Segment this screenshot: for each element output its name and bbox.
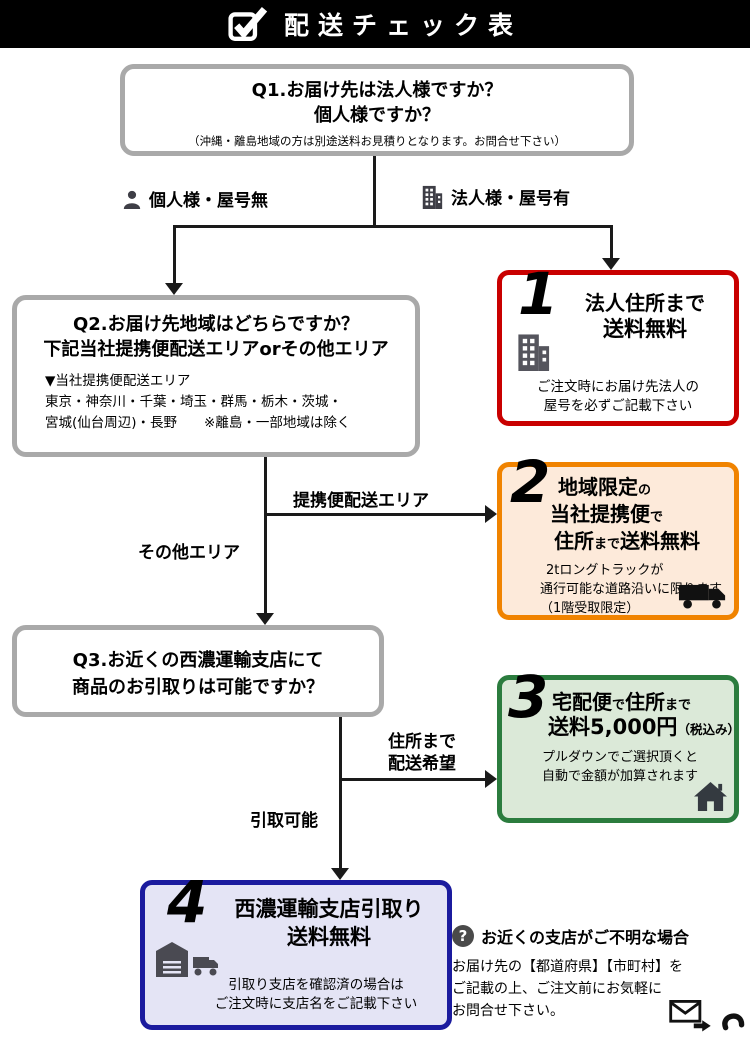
result2-title2-sub: で xyxy=(650,510,664,525)
contact-line1: お届け先の【都道府県】【市町村】を xyxy=(452,959,683,975)
q2-box: Q2.お届け先地域はどちらですか？ 下記当社提携便配送エリアorその他エリア ▼… xyxy=(12,295,420,457)
contact-body: お届け先の【都道府県】【市町村】を ご記載の上、ご注文前にお気軽に お問合せ下さ… xyxy=(452,956,748,1022)
branch-other-area-label: その他エリア xyxy=(138,543,240,563)
person-icon xyxy=(122,189,142,209)
result3-title1-c: 住所 xyxy=(625,690,666,714)
result2-note-line2: 通行可能な道路沿いに限ります xyxy=(540,582,723,597)
result4-number: 4 xyxy=(167,868,208,936)
result4-title-line1: 西濃運輸支店引取り xyxy=(234,897,424,921)
result3-note-line1: プルダウンでご選択頂くと xyxy=(542,750,699,765)
q1-title-line2: 個人様ですか？ xyxy=(314,105,440,126)
arrow-down-icon xyxy=(165,283,183,295)
result2-title3-a: 住所 xyxy=(554,529,594,553)
phone-icon xyxy=(717,1006,748,1034)
result4-box: 4 西濃運輸支店引取り 送料無料 引取り支店を確認済の場合は ご注文時に支店名を… xyxy=(140,873,452,1030)
result3-title2-main: 送料5,000円 xyxy=(548,715,678,739)
contact-title: お近くの支店がご不明な場合 xyxy=(481,928,690,947)
q3-title-line2: 商品のお引取りは可能ですか？ xyxy=(72,677,324,698)
arrow-right-icon xyxy=(485,505,497,523)
flow-line-q2-stem xyxy=(264,457,267,613)
q2-area-label: ▼当社提携便配送エリア xyxy=(45,373,191,389)
q3-title-line1: Q3.お近くの西濃運輸支店にて xyxy=(72,650,324,671)
arrow-down-icon xyxy=(256,613,274,625)
result1-title-line1: 法人住所まで xyxy=(585,291,705,315)
branch-corporate-label: 法人様・屋号有 xyxy=(451,189,570,209)
flow-line-right-drop xyxy=(610,225,613,259)
arrow-right-icon xyxy=(485,770,497,788)
building-icon xyxy=(420,185,444,209)
result3-number: 3 xyxy=(508,663,549,731)
result3-title-line2: 送料5,000円（税込み） xyxy=(548,711,740,741)
flow-line-q3-stem xyxy=(339,717,342,868)
q1-title-line1: Q1.お届け先は法人様ですか？ xyxy=(251,80,503,101)
envelope-icon xyxy=(669,1000,711,1032)
flow-line-to-result2 xyxy=(264,513,485,516)
q2-title-line2: 下記当社提携便配送エリアorその他エリア xyxy=(43,339,389,360)
question-icon: ? xyxy=(452,925,474,947)
contact-icons-row xyxy=(669,1000,746,1032)
result1-title-line2: 送料無料 xyxy=(603,317,687,341)
result2-title3-c: 送料無料 xyxy=(620,529,701,553)
building-icon xyxy=(514,333,552,371)
result2-title2-main: 当社提携便 xyxy=(550,502,650,526)
result1-box: 1 法人住所まで 送料無料 ご注文時にお届け先法人の 屋号を必ずご記載下さい xyxy=(497,265,739,426)
result2-note-line1: 2tロングトラックが xyxy=(546,563,664,578)
result2-title1-main: 地域限定 xyxy=(558,475,638,499)
checkbox-icon xyxy=(228,6,268,42)
result1-note-line2: 屋号を必ずご記載下さい xyxy=(543,398,693,414)
branch-corporate: 法人様・屋号有 xyxy=(420,184,570,209)
result2-title-line1: 地域限定の xyxy=(558,471,651,500)
branch-to-address-line2: 配送希望 xyxy=(388,754,456,774)
result2-title1-sub: の xyxy=(638,483,652,498)
result2-number: 2 xyxy=(510,448,551,516)
page-title: 配送チェック表 xyxy=(283,11,522,40)
flow-line-left-drop xyxy=(173,225,176,283)
arrow-down-icon xyxy=(331,868,349,880)
branch-to-address: 住所まで 配送希望 xyxy=(358,731,456,775)
branch-to-address-line1: 住所まで xyxy=(388,732,456,752)
branch-partner-area-label: 提携便配送エリア xyxy=(293,491,429,511)
result4-note-line1: 引取り支店を確認済の場合は xyxy=(228,977,404,993)
branch-personal: 個人様・屋号無 xyxy=(122,186,268,211)
result3-title1-b: で xyxy=(612,698,626,713)
branch-personal-label: 個人様・屋号無 xyxy=(149,191,268,211)
result2-title3-b: まで xyxy=(594,537,621,552)
result3-box: 3 宅配便で住所まで 送料5,000円（税込み） プルダウンでご選択頂くと 自動… xyxy=(497,668,740,823)
result3-note-line2: 自動で金額が加算されます xyxy=(542,769,699,784)
result3-title2-sub: （税込み） xyxy=(677,722,740,737)
contact-line3: お問合せ下さい。 xyxy=(452,1003,564,1019)
truck-icon xyxy=(678,580,728,611)
result2-box: 2 地域限定の 当社提携便で 住所まで送料無料 2tロングトラックが 通行可能な… xyxy=(497,453,739,620)
q2-area-line1: 東京・神奈川・千葉・埼玉・群馬・栃木・茨城・ xyxy=(45,394,342,410)
warehouse-truck-icon xyxy=(155,939,219,979)
q2-area-line2: 宮城(仙台周辺)・長野 ※離島・一部地域は除く xyxy=(45,415,351,431)
result3-title1-d: まで xyxy=(665,698,692,713)
result3-title1-a: 宅配便 xyxy=(552,690,612,714)
flow-line-q1-stem xyxy=(373,156,376,227)
result2-title-line3: 住所まで送料無料 xyxy=(554,525,700,554)
result3-title-line1: 宅配便で住所まで xyxy=(552,686,691,715)
contact-block: ? お近くの支店がご不明な場合 お届け先の【都道府県】【市町村】を ご記載の上、… xyxy=(452,924,748,1032)
result4-title-line2: 送料無料 xyxy=(287,925,371,949)
header-bar: 配送チェック表 xyxy=(0,0,750,48)
q1-note: （沖縄・離島地域の方は別途送料お見積りとなります。お問合せ下さい） xyxy=(187,134,566,148)
q3-box: Q3.お近くの西濃運輸支店にて 商品のお引取りは可能ですか？ xyxy=(12,625,384,717)
arrow-down-icon xyxy=(602,258,620,270)
branch-pickup-label: 引取可能 xyxy=(250,811,318,831)
q2-title-line1: Q2.お届け先地域はどちらですか？ xyxy=(72,314,360,335)
result2-note-line3: （1階受取限定） xyxy=(540,601,640,616)
result1-number: 1 xyxy=(518,260,559,328)
result1-note-line1: ご注文時にお届け先法人の xyxy=(537,379,699,395)
result2-title-line2: 当社提携便で xyxy=(550,498,663,527)
flow-line-to-result3 xyxy=(339,778,485,781)
flow-line-split xyxy=(173,225,613,228)
house-icon xyxy=(693,781,728,812)
q1-box: Q1.お届け先は法人様ですか？ 個人様ですか？ （沖縄・離島地域の方は別途送料お… xyxy=(120,64,634,156)
contact-title-row: ? お近くの支店がご不明な場合 xyxy=(452,924,748,948)
result4-note-line2: ご注文時に支店名をご記載下さい xyxy=(214,996,418,1012)
contact-line2: ご記載の上、ご注文前にお気軽に xyxy=(452,981,662,997)
